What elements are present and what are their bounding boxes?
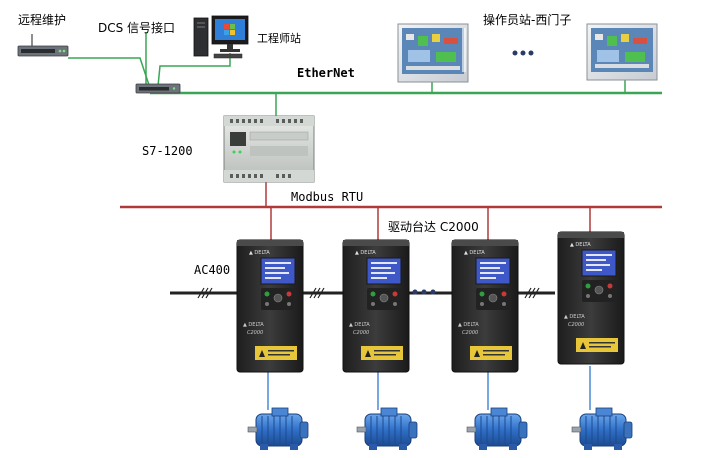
svg-text:▲ DELTA: ▲ DELTA — [458, 322, 479, 328]
ac-input-label: AC400 — [194, 263, 231, 277]
drive-group-label: 驱动台达 C2000 — [388, 220, 479, 234]
svg-text:C2000: C2000 — [353, 330, 369, 336]
svg-text:▲ DELTA: ▲ DELTA — [355, 250, 376, 256]
operator-station-label: 操作员站-西门子 — [483, 13, 572, 27]
svg-text:▲ DELTA: ▲ DELTA — [243, 322, 264, 328]
electric-motor-icon — [356, 407, 418, 450]
computer-icon — [193, 15, 249, 59]
ethernet-network — [68, 32, 662, 116]
svg-text:C2000: C2000 — [462, 330, 478, 336]
svg-text:▲ DELTA: ▲ DELTA — [564, 314, 585, 320]
svg-text:C2000: C2000 — [247, 330, 263, 336]
modbus-label: Modbus RTU — [291, 190, 364, 204]
svg-text:▲ DELTA: ▲ DELTA — [249, 250, 270, 256]
hmi-panel-icon — [586, 23, 658, 81]
plc-icon — [223, 115, 315, 183]
svg-text:C2000: C2000 — [568, 322, 584, 328]
network-switch-icon — [17, 34, 69, 57]
motor-links — [267, 366, 591, 410]
vfd-drive-icon: ▲ DELTA ▲ DELTA C2000 — [451, 239, 519, 373]
vfd-drive-icon: ▲ DELTA ▲ DELTA C2000 — [342, 239, 410, 373]
hmi-panel-icon — [397, 23, 469, 83]
svg-text:▲ DELTA: ▲ DELTA — [570, 242, 591, 248]
electric-motor-icon — [247, 407, 309, 450]
remote-switch-link — [68, 57, 151, 89]
engineer-station-link — [157, 53, 231, 87]
network-switch-icon — [135, 83, 181, 94]
remote-maintenance-label: 远程维护 — [18, 13, 67, 27]
vfd-drive-icon: ▲ DELTA ▲ DELTA C2000 — [557, 231, 625, 365]
svg-text:▲ DELTA: ▲ DELTA — [349, 322, 370, 328]
modbus-network — [120, 182, 662, 240]
ethernet-label: EtherNet — [297, 66, 355, 80]
plc-label: S7-1200 — [142, 144, 193, 158]
vfd-drive-icon: ▲ DELTA ▲ DELTA C2000 — [236, 239, 304, 373]
svg-text:▲ DELTA: ▲ DELTA — [464, 250, 485, 256]
engineer-station-label: 工程师站 — [257, 32, 301, 45]
electric-motor-icon — [571, 407, 633, 450]
electric-motor-icon — [466, 407, 528, 450]
more-stations-ellipsis — [512, 50, 534, 56]
more-drives-ellipsis — [412, 289, 436, 295]
dcs-interface-label: DCS 信号接口 — [98, 21, 176, 35]
